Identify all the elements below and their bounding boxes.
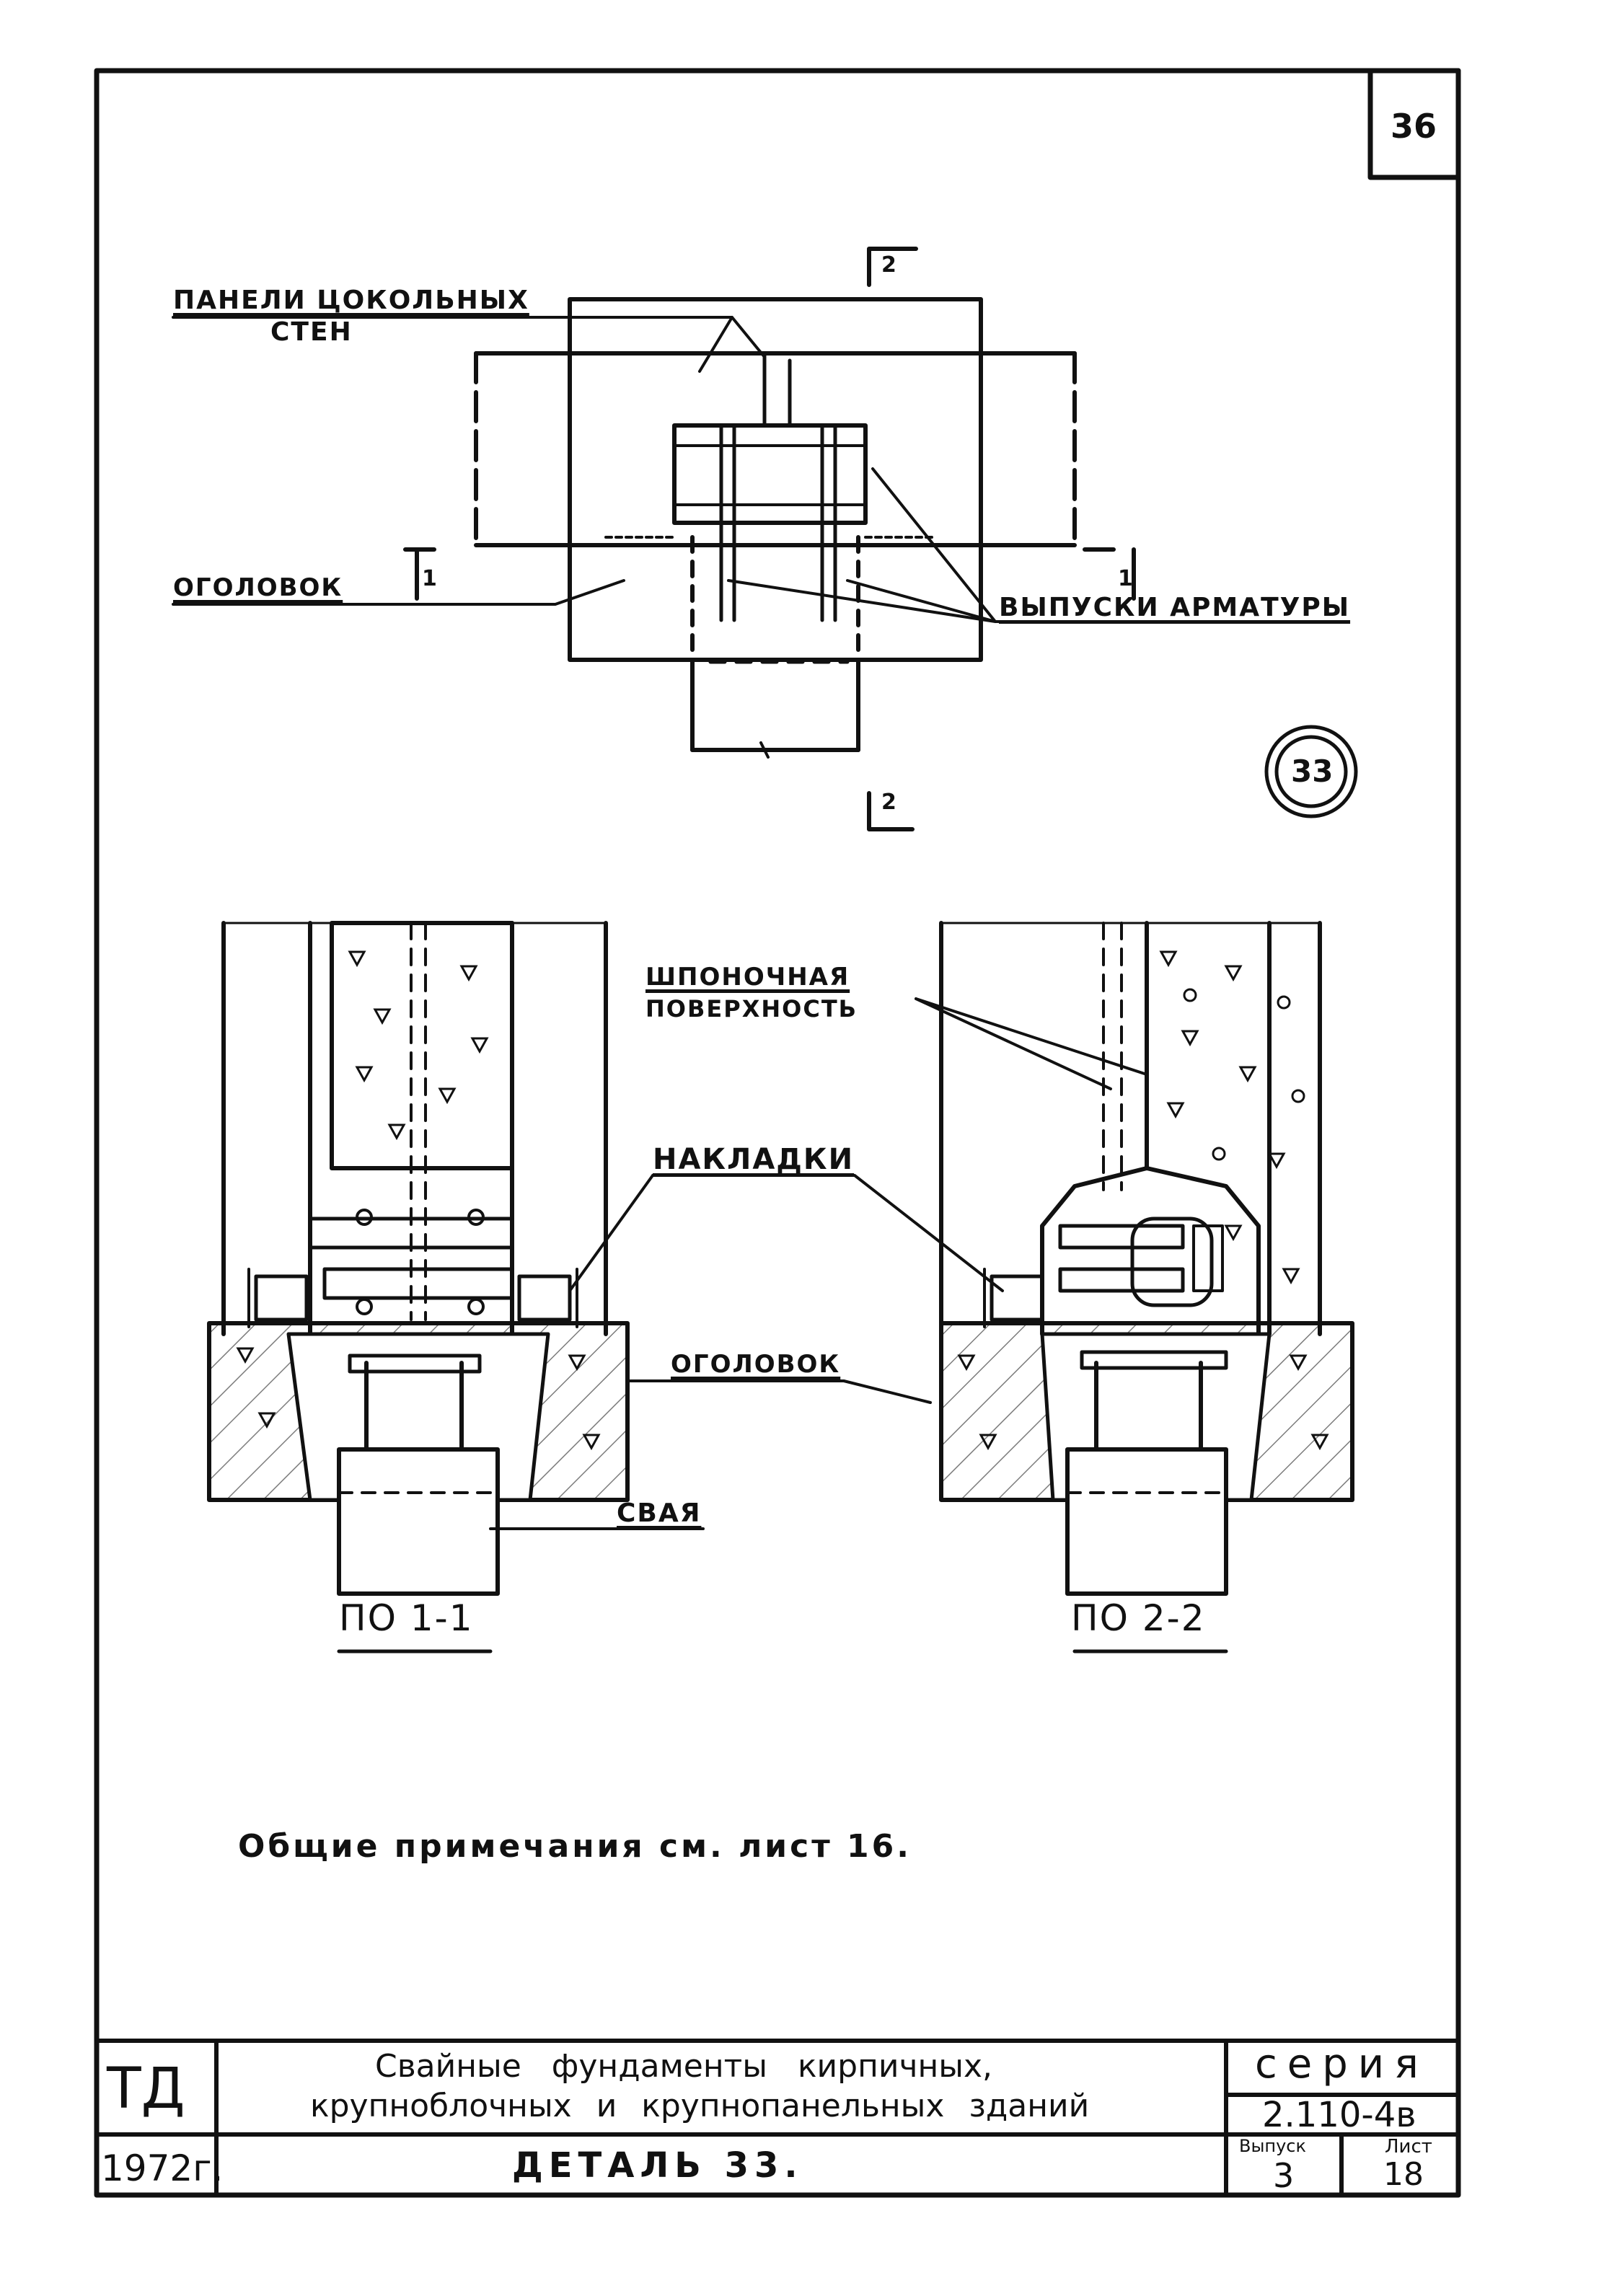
label-cap-plan: ОГОЛОВОК <box>173 573 343 602</box>
leader-panels <box>172 316 766 373</box>
title-org: ТД <box>107 2057 185 2121</box>
series-label: серия <box>1255 2041 1429 2088</box>
section-2-2 <box>939 921 1354 1596</box>
sheet-value: 18 <box>1383 2156 1424 2193</box>
cut-1-right: 1 <box>1118 566 1134 591</box>
sheet-number: 36 <box>1391 107 1437 146</box>
label-cap-sections: ОГОЛОВОК <box>671 1350 841 1379</box>
title-year: 1972г. <box>101 2147 224 2189</box>
leader-rebar <box>727 467 1336 623</box>
issue-value: 3 <box>1273 2156 1295 2195</box>
label-key-surface-line2: ПОВЕРХНОСТЬ <box>645 995 858 1023</box>
title-line-2: крупноблочных и крупнопанельных зданий <box>310 2088 1090 2124</box>
label-pile: СВАЯ <box>617 1498 702 1528</box>
section-1-1 <box>207 921 630 1596</box>
general-notes: Общие примечания см. лист 16. <box>238 1828 912 1865</box>
label-rebar: ВЫПУСКИ АРМАТУРЫ <box>999 593 1351 622</box>
sheet-number-box <box>1367 68 1461 180</box>
concrete-aggregate <box>236 950 1329 1451</box>
caption-section-1-1: ПО 1-1 <box>339 1597 474 1639</box>
issue-label: Выпуск <box>1239 2136 1306 2156</box>
detail-number: 33 <box>1291 754 1334 789</box>
sheet-frame <box>94 68 1461 2198</box>
plan-view <box>172 247 1336 831</box>
cut-2-top: 2 <box>881 252 898 278</box>
series-value: 2.110-4в <box>1262 2095 1416 2135</box>
caption-section-2-2: ПО 2-2 <box>1071 1597 1206 1639</box>
detail-title: ДЕТАЛЬ 33. <box>512 2145 803 2186</box>
leader-cap-sections <box>626 1379 932 1404</box>
label-plates: НАКЛАДКИ <box>653 1143 855 1176</box>
cut-2-bottom: 2 <box>881 790 898 815</box>
title-line-1: Свайные фундаменты кирпичных, <box>375 2048 992 2085</box>
sheet-label: Лист <box>1385 2136 1432 2158</box>
leader-key-surface <box>915 997 1148 1090</box>
label-panels-line1: ПАНЕЛИ ЦОКОЛЬНЫХ <box>173 286 529 315</box>
label-panels-line2: СТЕН <box>270 317 353 347</box>
label-key-surface-line1: ШПОНОЧНАЯ <box>645 963 850 992</box>
cut-1-left: 1 <box>422 566 439 591</box>
detail-33-marker <box>1264 725 1358 818</box>
leader-plates <box>568 1174 1004 1292</box>
plan-cap-outline <box>568 297 983 662</box>
title-block <box>94 2039 1460 2197</box>
leader-cap-plan <box>172 579 625 606</box>
